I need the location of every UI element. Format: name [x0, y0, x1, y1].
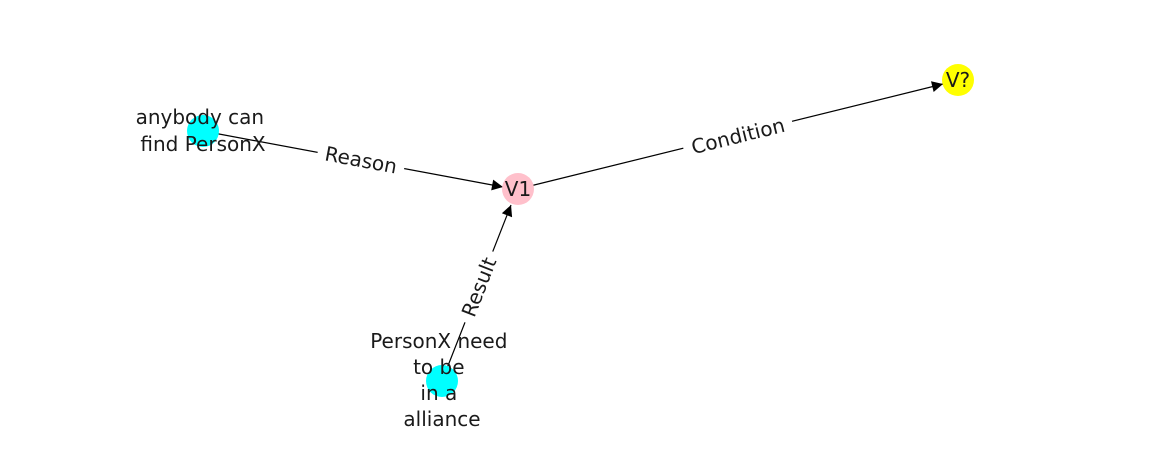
node-vq-label-line-1: V? [946, 68, 970, 92]
node-vq-circle [942, 64, 974, 96]
edge-label-condition: Condition [680, 108, 796, 164]
node-v1-circle [502, 173, 534, 205]
edge-label-result: Result [452, 246, 506, 328]
node-reason-label-line-2: find PersonX [140, 132, 266, 156]
node-result-circle [426, 365, 458, 397]
edge-label-reason: Reason [315, 138, 407, 182]
node-result-label-line-4: alliance [403, 407, 480, 431]
node-v1-label-line-1: V1 [505, 177, 531, 201]
node-reason-label-line-1: anybody can [136, 105, 265, 129]
edge-label-condition-text: Condition [689, 113, 787, 159]
node-v1-label: V1 [505, 177, 531, 201]
node-vq-label: V? [946, 68, 970, 92]
node-labels-layer: anybody can find PersonX V1 PersonX need… [136, 68, 971, 431]
node-result-label-line-3: in a [420, 381, 457, 405]
node-reason-circle [187, 115, 219, 147]
edge-labels-layer: Reason Result Condition [315, 108, 796, 328]
edges-layer [202, 81, 944, 382]
node-result-label: PersonX need to be in a alliance [370, 329, 514, 431]
edge-label-result-text: Result [457, 254, 502, 320]
nodes-layer [187, 64, 974, 397]
node-result-label-line-2: to be [413, 355, 464, 379]
node-reason-label: anybody can find PersonX [136, 105, 271, 156]
node-result-label-line-1: PersonX need [370, 329, 507, 353]
